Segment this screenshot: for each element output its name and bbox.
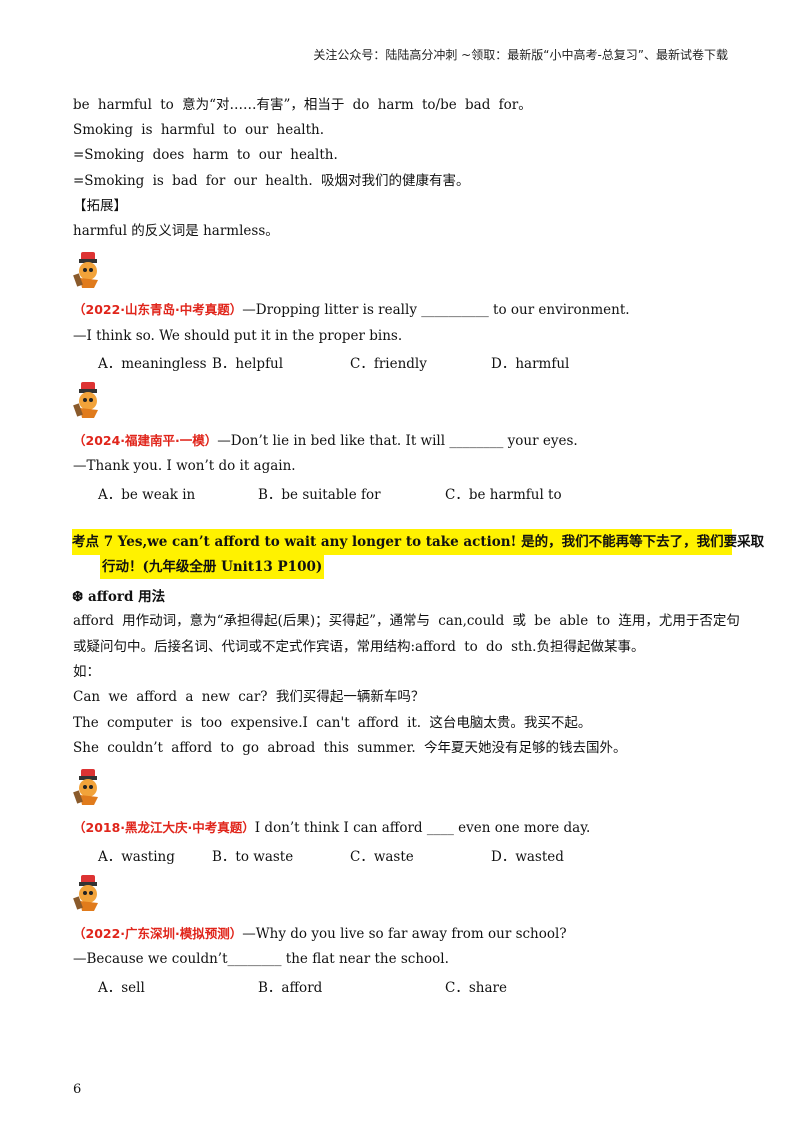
question-stem: （2018·黑龙江大庆·中考真题）I don’t think I can aff… — [73, 819, 590, 837]
section-label: 【拓展】 — [73, 198, 127, 214]
option: B．to waste — [212, 849, 294, 865]
paragraph-line: 如： — [73, 664, 100, 680]
option: C．share — [445, 980, 507, 996]
question-source: （2018·黑龙江大庆·中考真题） — [73, 820, 255, 835]
option: A．meaningless — [98, 356, 207, 372]
question-source: （2022·山东青岛·中考真题） — [73, 302, 243, 317]
key-point-heading-continued: 行动！(九年级全册 Unit13 P100) — [100, 555, 325, 579]
paragraph-line: afford 用作动词，意为“承担得起(后果)；买得起”，通常与 can,cou… — [73, 613, 740, 629]
usage-title-text: afford 用法 — [88, 589, 166, 605]
pencil-mascot-icon — [73, 875, 98, 911]
example-line: She couldn’t afford to go abroad this su… — [73, 740, 627, 756]
option: B．helpful — [212, 356, 284, 372]
pencil-mascot-icon — [73, 769, 98, 805]
question-source: （2024·福建南平·一模） — [73, 433, 218, 448]
paragraph-line: 或疑问句中。后接名词、代词或不定式作宾语，常用结构:afford to do s… — [73, 639, 645, 655]
option: A．be weak in — [98, 487, 196, 503]
question-stem: （2024·福建南平·一模）—Don’t lie in bed like tha… — [73, 432, 578, 450]
question-reply: —I think so. We should put it in the pro… — [73, 328, 403, 344]
question-stem: （2022·广东深圳·模拟预测）—Why do you live so far … — [73, 925, 567, 943]
option: C．waste — [350, 849, 414, 865]
option: C．friendly — [350, 356, 427, 372]
option: B．afford — [258, 980, 323, 996]
question-source: （2022·广东深圳·模拟预测） — [73, 926, 243, 941]
question-text: —Don’t lie in bed like that. It will ___… — [217, 433, 578, 449]
option: A．wasting — [98, 849, 175, 865]
usage-title: ❆ afford 用法 — [72, 585, 165, 605]
question-reply: —Because we couldn’t________ the flat ne… — [73, 951, 449, 967]
question-text: —Dropping litter is really __________ to… — [242, 302, 630, 318]
question-reply: —Thank you. I won’t do it again. — [73, 458, 296, 474]
question-text: —Why do you live so far away from our sc… — [242, 926, 567, 942]
example-line: Can we afford a new car? 我们买得起一辆新车吗？ — [73, 689, 425, 705]
option: D．wasted — [491, 849, 564, 865]
paragraph-line: be harmful to 意为“对……有害”，相当于 do harm to/b… — [73, 97, 532, 113]
example-line: =Smoking is bad for our health. 吸烟对我们的健康… — [73, 173, 470, 189]
page-header: 关注公众号：陆陆高分冲刺 ~领取：最新版“小中高考-总复习”、最新试卷下载 — [313, 48, 728, 62]
option: D．harmful — [491, 356, 570, 372]
question-text: I don’t think I can afford ____ even one… — [254, 820, 591, 836]
option: C．be harmful to — [445, 487, 562, 503]
option: A．sell — [98, 980, 145, 996]
pencil-mascot-icon — [73, 252, 98, 288]
key-point-heading: 考点 7 Yes,we can’t afford to wait any lon… — [72, 529, 764, 555]
page-number: 6 — [73, 1082, 82, 1097]
example-line: The computer is too expensive.I can't af… — [73, 715, 592, 731]
pencil-mascot-icon — [73, 382, 98, 418]
option: B．be suitable for — [258, 487, 381, 503]
example-line: Smoking is harmful to our health. — [73, 122, 325, 138]
question-stem: （2022·山东青岛·中考真题）—Dropping litter is real… — [73, 301, 630, 319]
paragraph-line: harmful 的反义词是 harmless。 — [73, 223, 279, 239]
snowflake-icon: ❆ — [72, 589, 84, 605]
example-line: =Smoking does harm to our health. — [73, 147, 338, 163]
